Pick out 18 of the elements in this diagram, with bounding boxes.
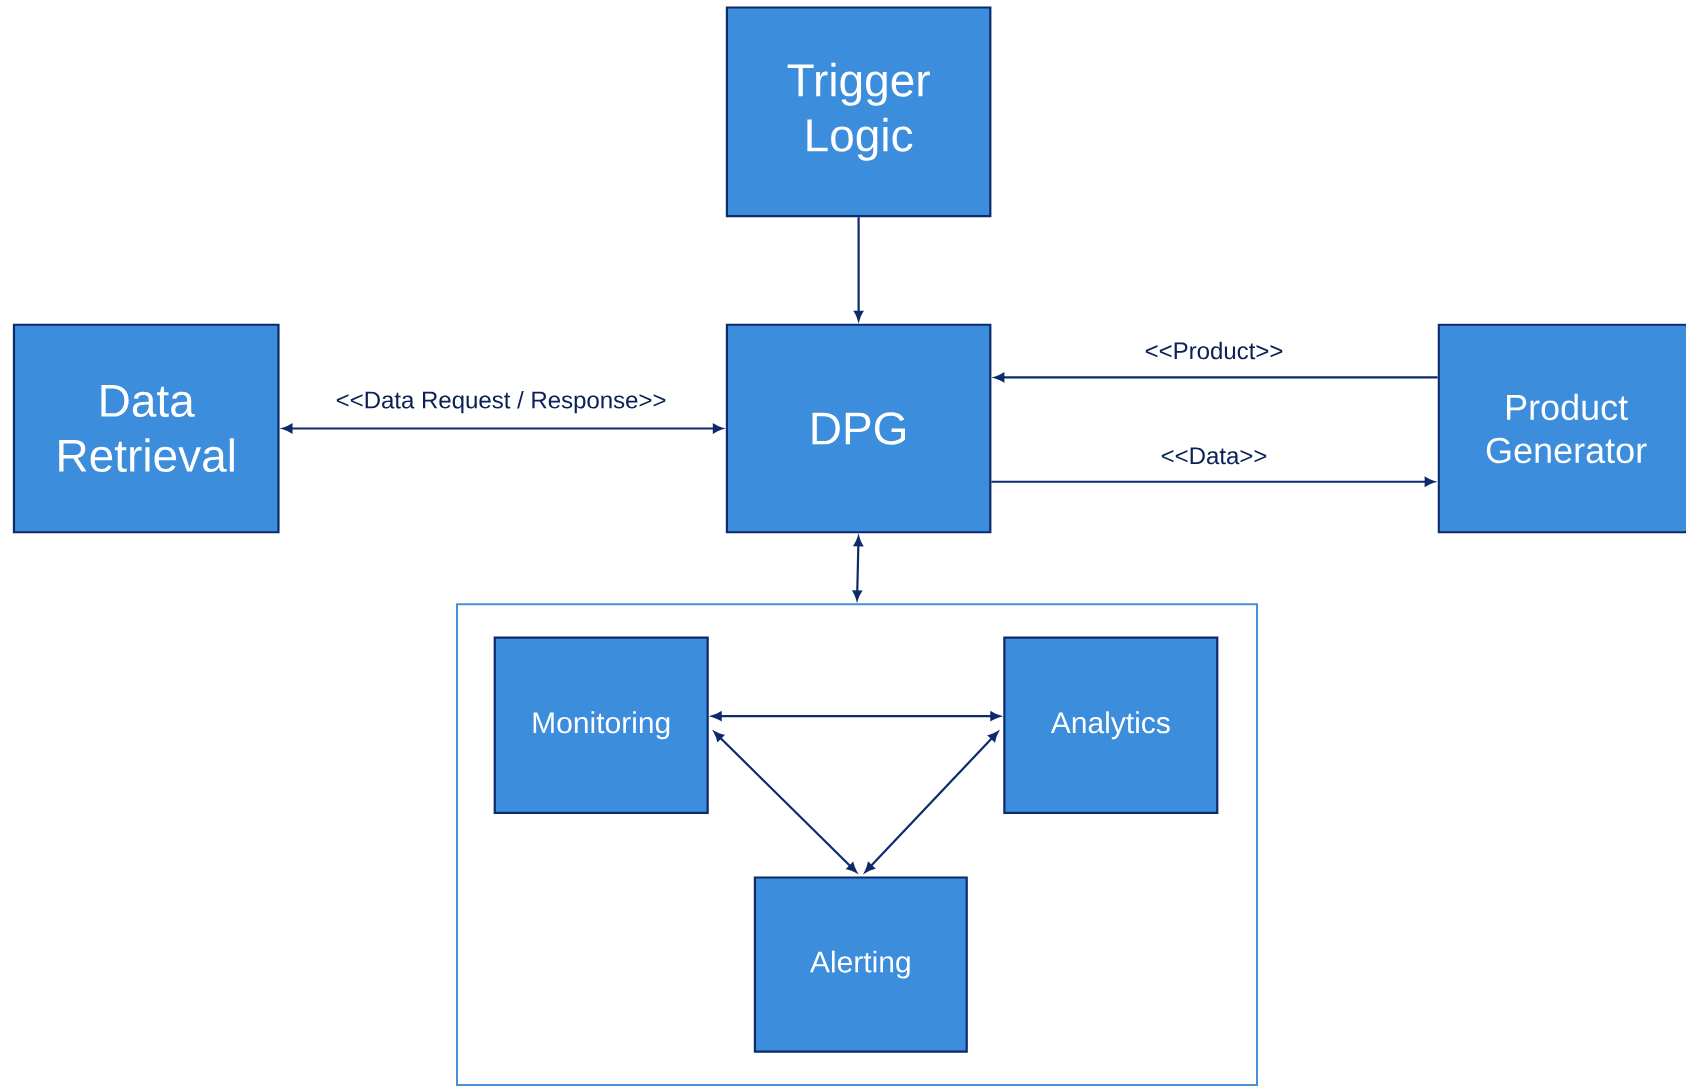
process-box: DPG xyxy=(725,323,992,534)
arrow xyxy=(994,372,1438,382)
arrow xyxy=(711,711,1001,721)
edge-label: <<Data Request / Response>> xyxy=(334,389,668,415)
process-box: Analytics xyxy=(1003,636,1219,815)
process-box: Data Retrieval xyxy=(12,323,280,534)
arrow xyxy=(864,731,999,873)
arrow xyxy=(852,536,863,601)
process-box: Alerting xyxy=(753,876,968,1053)
edge-label: <<Product>> xyxy=(1143,340,1285,361)
arrow xyxy=(991,477,1435,487)
edge-label: <<Data>> xyxy=(1159,446,1269,466)
process-box: Trigger Logic xyxy=(725,6,992,218)
process-box: Monitoring xyxy=(493,636,709,815)
arrow xyxy=(713,731,857,873)
process-box: Product Generator xyxy=(1437,323,1686,534)
arrow xyxy=(854,217,864,321)
group-frame xyxy=(456,603,1258,1086)
